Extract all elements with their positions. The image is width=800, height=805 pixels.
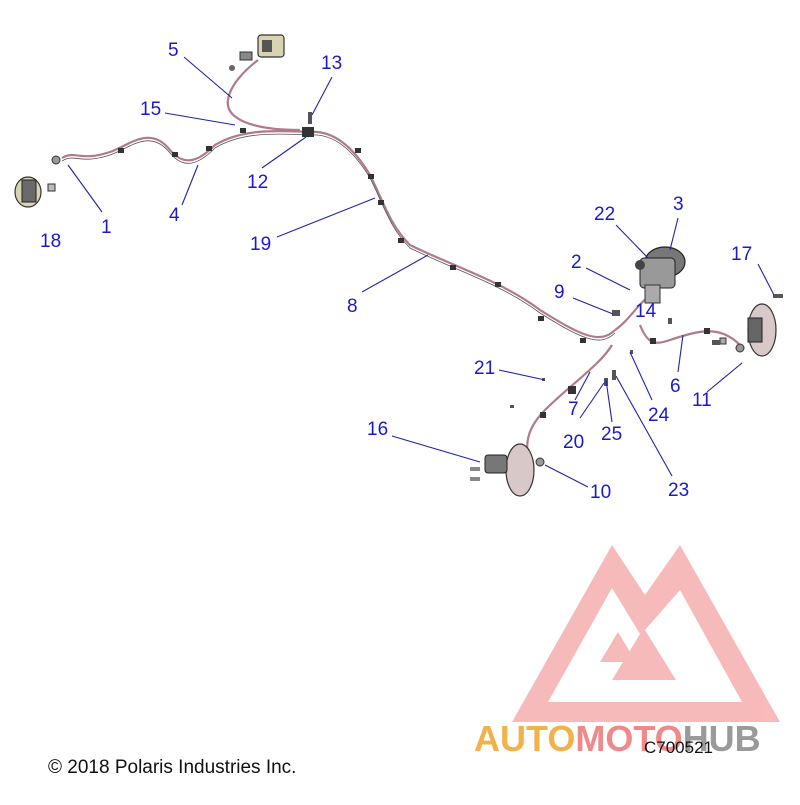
callout-16: 16 bbox=[367, 419, 389, 440]
top-caliper bbox=[229, 34, 285, 71]
callout-1: 1 bbox=[101, 217, 112, 238]
watermark-part-3: HUB bbox=[682, 718, 761, 759]
callout-7: 7 bbox=[568, 399, 579, 420]
callout-23: 23 bbox=[668, 480, 690, 501]
brake-lines bbox=[61, 59, 741, 456]
callout-25: 25 bbox=[601, 424, 623, 445]
callout-8: 8 bbox=[347, 296, 358, 317]
callout-9: 9 bbox=[554, 282, 565, 303]
watermark-text: AUTOMOTOHUB bbox=[474, 718, 761, 760]
line-clips bbox=[118, 127, 710, 418]
watermark-part-2: MOTO bbox=[575, 718, 683, 759]
callout-15: 15 bbox=[140, 99, 162, 120]
callout-21: 21 bbox=[474, 358, 496, 379]
callout-22: 22 bbox=[594, 204, 616, 225]
callout-19: 19 bbox=[250, 234, 272, 255]
callout-12: 12 bbox=[247, 172, 269, 193]
callout-13: 13 bbox=[321, 53, 343, 74]
copyright-notice: © 2018 Polaris Industries Inc. bbox=[48, 757, 297, 778]
callout-5: 5 bbox=[168, 40, 179, 61]
right-rear-caliper bbox=[719, 303, 777, 357]
left-rear-caliper bbox=[470, 443, 545, 497]
watermark-part-1: AUTO bbox=[474, 718, 576, 759]
watermark-logo bbox=[512, 545, 780, 722]
callout-11: 11 bbox=[692, 390, 712, 411]
callout-6: 6 bbox=[670, 376, 681, 397]
callout-3: 3 bbox=[673, 194, 684, 215]
callout-4: 4 bbox=[169, 205, 180, 226]
callout-18: 18 bbox=[40, 231, 62, 252]
master-cylinder bbox=[635, 246, 686, 304]
callout-2: 2 bbox=[571, 252, 582, 273]
small-fasteners bbox=[308, 112, 783, 408]
figure-code: C700521 bbox=[644, 738, 714, 757]
callout-17: 17 bbox=[731, 244, 753, 265]
leader-lines bbox=[67, 56, 775, 488]
callout-20: 20 bbox=[563, 432, 585, 453]
callout-24: 24 bbox=[648, 405, 670, 426]
callout-10: 10 bbox=[590, 482, 612, 503]
callout-14: 14 bbox=[635, 301, 657, 322]
left-front-caliper bbox=[14, 155, 61, 208]
